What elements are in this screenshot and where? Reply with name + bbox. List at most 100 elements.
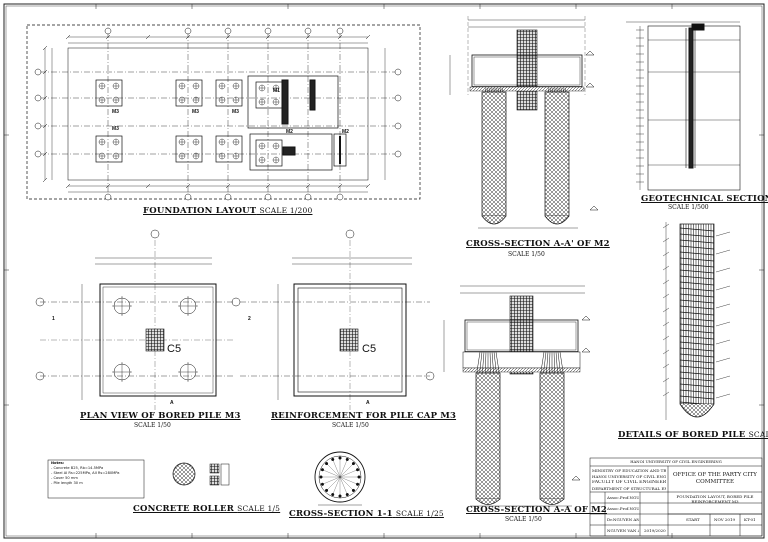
section-aa-m2-title: CROSS-SECTION A-A' OF M2 bbox=[466, 239, 610, 249]
spiral-bar bbox=[679, 323, 715, 328]
tb-cell-date: NOV 2019 bbox=[714, 517, 736, 522]
tb-project: OFFICE OF THE PARTY CITY COMMITTEE bbox=[673, 472, 757, 485]
tb-row-2: Assoc.Prof.NGUYEN HUY bbox=[607, 506, 639, 511]
pile-cross bbox=[112, 362, 132, 382]
spiral-bar bbox=[679, 263, 715, 268]
column-label-reinf: C5 bbox=[362, 343, 377, 355]
leader-line bbox=[715, 393, 731, 399]
pile-cross bbox=[233, 139, 239, 145]
tb-cell-sheet: KT-01 bbox=[744, 517, 756, 522]
dim-tick bbox=[305, 183, 311, 189]
dim-tick bbox=[662, 349, 670, 355]
spiral-bar bbox=[679, 269, 715, 274]
dim-tick bbox=[225, 34, 231, 40]
section-11-drawing bbox=[314, 451, 366, 506]
spiral-bar bbox=[679, 389, 715, 394]
dim-tick bbox=[662, 251, 670, 257]
dim-tick bbox=[145, 34, 151, 40]
axis-bubble bbox=[104, 193, 112, 201]
spiral-bar bbox=[679, 233, 715, 238]
pile-cross bbox=[193, 97, 199, 103]
pile-cross bbox=[259, 157, 265, 163]
dim-tick bbox=[265, 34, 271, 40]
dim-tick bbox=[305, 34, 311, 40]
note-line: - Pile length 30 m bbox=[51, 481, 83, 485]
pile-cross bbox=[179, 153, 185, 159]
section-marker-1: 1 bbox=[52, 316, 55, 322]
pile-cross bbox=[178, 362, 198, 382]
hatch-line bbox=[322, 476, 341, 485]
spiral-bar bbox=[679, 245, 715, 250]
dim-tick bbox=[337, 183, 343, 189]
title-block-grid bbox=[589, 457, 763, 537]
spiral-bar bbox=[679, 239, 715, 244]
reinforcement-scale: SCALE 1/50 bbox=[332, 422, 369, 429]
pile-cross bbox=[193, 153, 199, 159]
leader-line bbox=[715, 285, 731, 291]
leader-line bbox=[715, 303, 731, 309]
mark-m2: M2 bbox=[286, 129, 293, 135]
dim-tick bbox=[365, 34, 371, 40]
pile-cross bbox=[219, 83, 225, 89]
hatch-line bbox=[339, 476, 348, 495]
section-bubble bbox=[150, 229, 160, 239]
geotech-scale: SCALE 1/500 bbox=[668, 204, 709, 211]
concrete-roller-drawing bbox=[172, 462, 230, 486]
tb-cell-start: START bbox=[686, 517, 700, 522]
spiral-bar bbox=[679, 341, 715, 346]
general-notes: Notes: - Concrete B25, Rb=14.5MPa - Stee… bbox=[51, 461, 143, 486]
bored-pile-title: DETAILS OF BORED PILE SCALE 1/25 bbox=[618, 430, 768, 440]
pile-cross bbox=[219, 139, 225, 145]
dim-tick bbox=[662, 363, 670, 369]
spiral-bar bbox=[679, 317, 715, 322]
dim-tick bbox=[662, 237, 670, 243]
dim-tick bbox=[105, 34, 111, 40]
axis-bubble bbox=[224, 27, 232, 35]
spiral-bar bbox=[679, 353, 715, 358]
hatch-line bbox=[339, 459, 348, 478]
dim-tick bbox=[662, 265, 670, 271]
plan-view-scale: SCALE 1/50 bbox=[134, 422, 171, 429]
pile-cross bbox=[233, 97, 239, 103]
hatch-line bbox=[326, 463, 341, 478]
foundation-layout-title: FOUNDATION LAYOUT SCALE 1/200 bbox=[143, 206, 313, 216]
axis-bubble bbox=[336, 193, 344, 201]
pile-cross bbox=[259, 85, 265, 91]
dim-tick bbox=[145, 183, 151, 189]
pile-cross bbox=[219, 153, 225, 159]
column-label-plan: C5 bbox=[167, 343, 182, 355]
tb-ministry: MINISTRY OF EDUCATION AND TRAINING bbox=[592, 468, 666, 473]
section-marker-2: 2 bbox=[248, 316, 251, 322]
spiral-bar bbox=[679, 293, 715, 298]
pile-cap bbox=[175, 79, 203, 107]
dim-tick bbox=[662, 223, 670, 229]
hatch-line bbox=[339, 476, 358, 485]
section-marker-a-2: A bbox=[366, 400, 370, 406]
note-line: - Cover 50 mm bbox=[51, 476, 78, 480]
pile-cross bbox=[259, 99, 265, 105]
axis-bubble bbox=[104, 27, 112, 35]
spiral-bar bbox=[679, 335, 715, 340]
hatch-line bbox=[339, 463, 354, 478]
spiral-bar bbox=[679, 383, 715, 388]
dim-tick bbox=[42, 95, 48, 101]
axis-bubble bbox=[394, 150, 402, 158]
hatch-line bbox=[332, 459, 341, 478]
pile-cross bbox=[233, 153, 239, 159]
pile-cross bbox=[178, 296, 198, 316]
mark-m3-b: M3 bbox=[192, 109, 199, 115]
section-aa-m2-b-drawing bbox=[443, 285, 591, 507]
dim-tick bbox=[662, 293, 670, 299]
pile-cross bbox=[179, 139, 185, 145]
bored-pile-drawing bbox=[662, 222, 731, 420]
reinforcement-title: REINFORCEMENT FOR PILE CAP M3 bbox=[271, 411, 457, 421]
dim-tick bbox=[42, 177, 48, 183]
dim-tick bbox=[337, 34, 343, 40]
axis-bubble bbox=[394, 122, 402, 130]
axis-bubble bbox=[264, 27, 272, 35]
note-line: Notes: bbox=[51, 461, 65, 465]
tb-row-3: Dr.NGUYEN ANH DUC bbox=[607, 517, 639, 522]
mark-m2-b: M2 bbox=[342, 129, 349, 135]
axis-bubble bbox=[184, 193, 192, 201]
section-aa-m2-b-scale: SCALE 1/50 bbox=[505, 516, 542, 523]
